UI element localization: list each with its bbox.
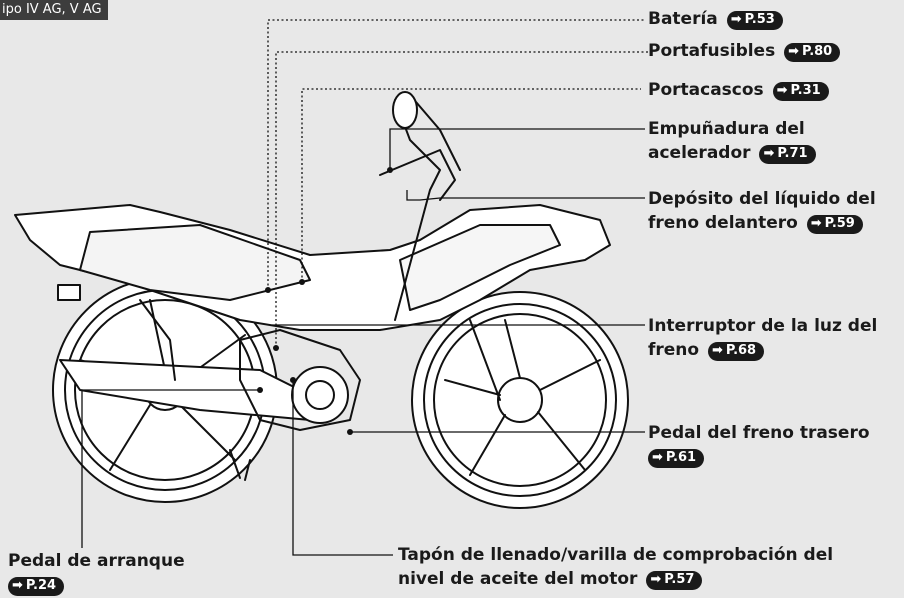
model-type-tag: ipo IV AG, V AG [0, 0, 108, 20]
callout-label-line2: freno [648, 340, 700, 360]
page-ref-badge[interactable]: ➡P.59 [806, 214, 863, 234]
callout-pedal-freno-trasero: Pedal del freno trasero ➡P.61 [648, 421, 870, 469]
arrow-right-icon: ➡ [776, 83, 788, 98]
page-ref-badge[interactable]: ➡P.57 [646, 570, 703, 590]
callout-tapon-llenado-aceite: Tapón de llenado/varilla de comprobación… [398, 543, 833, 591]
callout-label: Tapón de llenado/varilla de comprobación… [398, 545, 834, 565]
callout-label: Batería [648, 9, 718, 29]
callout-label: Depósito del líquido del [648, 189, 876, 209]
page-ref-badge[interactable]: ➡P.80 [784, 42, 841, 62]
callout-label: Portacascos [648, 80, 764, 100]
arrow-right-icon: ➡ [763, 146, 775, 161]
callout-label: Interruptor de la luz del [648, 316, 878, 336]
callout-portacascos: Portacascos ➡P.31 [648, 78, 829, 102]
callout-label-line2: freno delantero [648, 213, 798, 233]
arrow-right-icon: ➡ [12, 578, 23, 593]
page-ref-badge[interactable]: ➡P.31 [772, 81, 829, 101]
callout-interruptor-luz-freno: Interruptor de la luz del freno ➡P.68 [648, 314, 877, 362]
callout-label: Pedal del freno trasero [648, 423, 870, 443]
page-ref-badge[interactable]: ➡P.71 [759, 144, 816, 164]
callout-label-line2: acelerador [648, 143, 751, 163]
callout-label: Pedal de arranque [8, 551, 185, 571]
arrow-right-icon: ➡ [810, 216, 822, 231]
callout-bateria: Batería ➡P.53 [648, 7, 783, 31]
page-ref-badge[interactable]: ➡P.24 [8, 576, 65, 596]
callout-label: Portafusibles [648, 41, 776, 61]
page-ref-badge[interactable]: ➡P.68 [708, 341, 765, 361]
page-ref-badge[interactable]: ➡P.53 [726, 10, 783, 30]
arrow-right-icon: ➡ [712, 343, 723, 358]
callout-deposito-liquido-freno: Depósito del líquido del freno delantero… [648, 187, 876, 235]
callout-portafusibles: Portafusibles ➡P.80 [648, 39, 841, 63]
arrow-right-icon: ➡ [652, 450, 663, 465]
arrow-right-icon: ➡ [650, 572, 662, 587]
callout-empunadura-acelerador: Empuñadura del acelerador ➡P.71 [648, 117, 816, 165]
page-ref-badge[interactable]: ➡P.61 [648, 448, 705, 468]
callout-label: Empuñadura del [648, 119, 805, 139]
arrow-right-icon: ➡ [730, 12, 742, 27]
callout-pedal-arranque: Pedal de arranque ➡P.24 [8, 549, 185, 597]
arrow-right-icon: ➡ [788, 44, 800, 59]
callout-label-line2: nivel de aceite del motor [398, 569, 638, 589]
